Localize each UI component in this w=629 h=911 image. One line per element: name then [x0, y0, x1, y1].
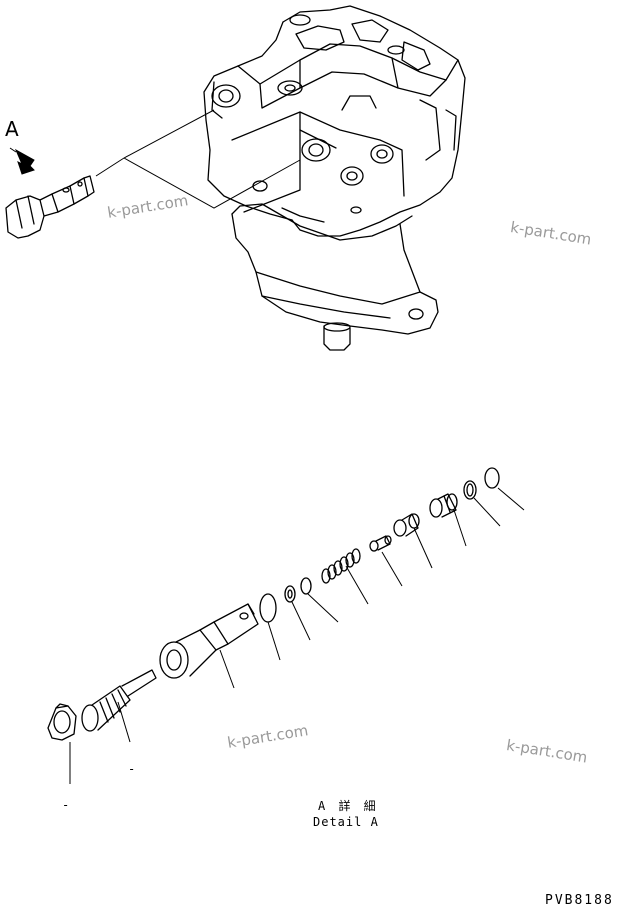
backup-ring: [284, 585, 296, 603]
valve-cartridge-assembly: [5, 175, 95, 239]
assembly-leader-lines: [95, 109, 301, 209]
poppet: [369, 535, 392, 552]
detail-caption-en: Detail A: [313, 815, 379, 829]
motor-housing: [203, 5, 466, 351]
view-label: A: [5, 117, 19, 141]
adjusting-screw: [81, 669, 157, 732]
drawing-number: PVB8188: [545, 893, 614, 908]
valve-body: [159, 603, 259, 679]
o-ring-plug: [463, 480, 477, 500]
spring: [321, 548, 361, 584]
plug: [429, 493, 458, 518]
lock-nut: [47, 703, 77, 741]
o-ring-small: [300, 577, 312, 595]
view-arrow-icon: [9, 147, 35, 175]
seat: [393, 513, 420, 537]
detail-caption-jp: A 詳 細: [318, 799, 379, 813]
callout-marker: -: [62, 798, 71, 812]
o-ring-large: [259, 593, 277, 623]
callout-leaders: [69, 487, 525, 784]
exploded-parts: [47, 467, 500, 741]
o-ring-end: [484, 467, 500, 489]
callout-marker: -: [128, 762, 137, 776]
